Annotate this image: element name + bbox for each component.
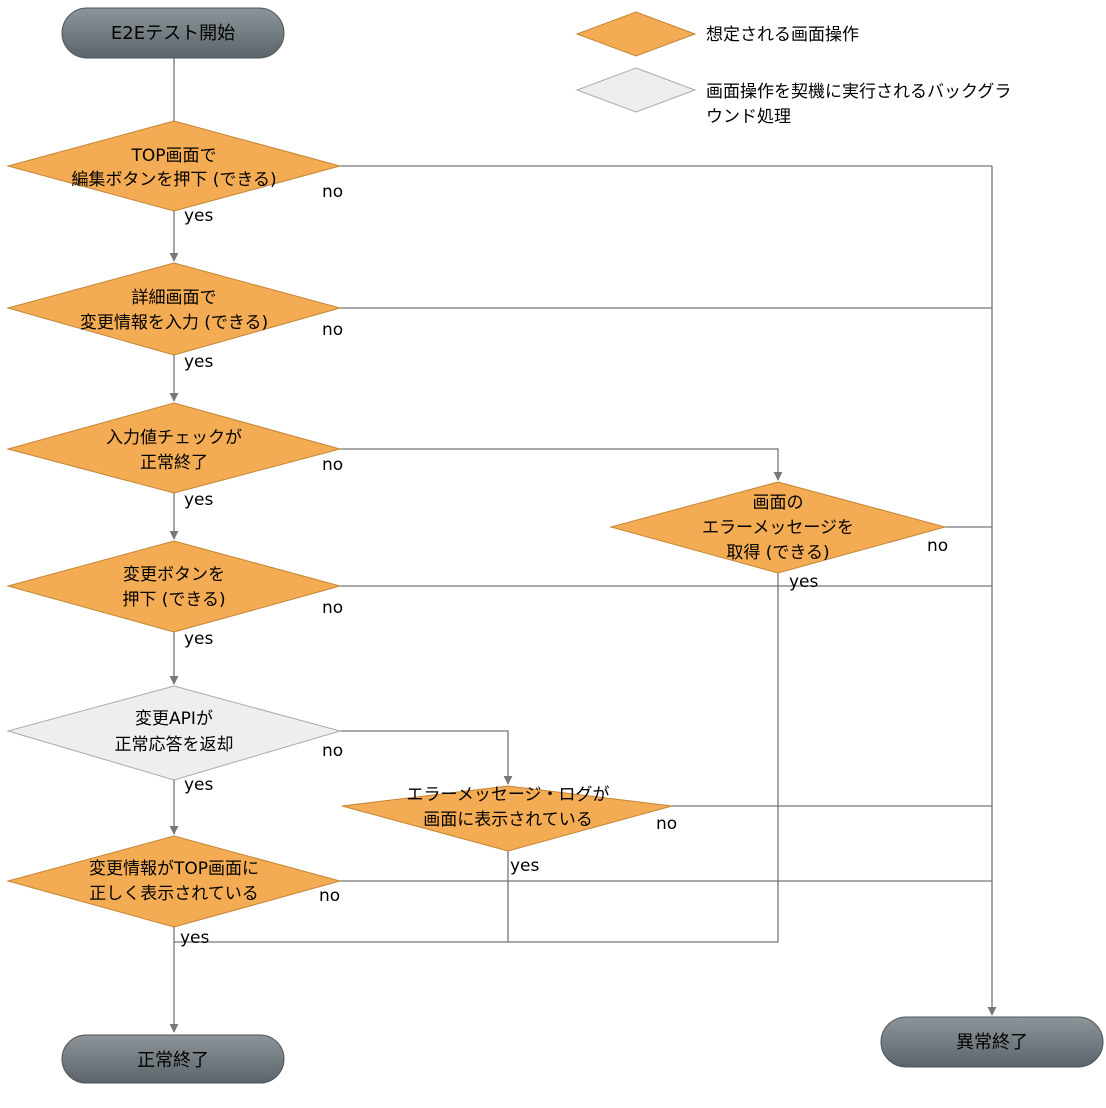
label-top-display-yes: yes xyxy=(180,928,210,948)
decision-error-message: 画面の エラーメッセージを 取得 (できる) xyxy=(609,481,947,574)
label-detail-input-yes: yes xyxy=(184,352,214,372)
decision-change-api: 変更APIが 正常応答を返却 xyxy=(6,685,342,781)
label-input-check-yes: yes xyxy=(184,490,214,510)
label-change-api-yes: yes xyxy=(184,775,214,795)
terminal-normal-end-label: 正常終了 xyxy=(137,1050,209,1071)
label-input-check-no: no xyxy=(322,455,343,475)
terminal-start: E2Eテスト開始 xyxy=(61,7,285,59)
label-change-api-no: no xyxy=(322,741,343,761)
label-error-log-no: no xyxy=(656,814,677,834)
label-change-button-yes: yes xyxy=(184,629,214,649)
decision-top-display-line2: 正しく表示されている xyxy=(89,884,259,904)
label-error-log-yes: yes xyxy=(510,856,540,876)
decision-error-log-line1: エラーメッセージ・ログが xyxy=(407,785,610,805)
decision-detail-input-line2: 変更情報を入力 (できる) xyxy=(80,313,268,333)
decision-top-edit-line2: 編集ボタンを押下 (できる) xyxy=(71,170,276,190)
edge-input-check-no xyxy=(340,448,783,481)
decision-error-log: エラーメッセージ・ログが 画面に表示されている xyxy=(341,785,673,852)
edge-labels: yes no yes no yes no yes no yes no yes n… xyxy=(180,182,948,948)
connectors xyxy=(169,58,997,1033)
legend: 想定される画面操作 画面操作を契機に実行されるバックグラ ウンド処理 xyxy=(575,11,1011,127)
decision-top-edit-line1: TOP画面で xyxy=(130,146,216,166)
legend-background-swatch xyxy=(575,67,697,113)
decision-change-api-line1: 変更APIが xyxy=(135,709,213,729)
legend-operation-swatch xyxy=(575,11,697,57)
edge-error-message-yes xyxy=(174,573,779,943)
label-detail-input-no: no xyxy=(322,320,343,340)
decision-input-check-line1: 入力値チェックが xyxy=(106,428,242,448)
decision-change-api-line2: 正常応答を返却 xyxy=(115,735,234,755)
label-error-message-yes: yes xyxy=(789,572,819,592)
label-top-edit-no: no xyxy=(322,182,343,202)
terminal-abnormal-end-label: 異常終了 xyxy=(956,1032,1028,1053)
decision-change-button: 変更ボタンを 押下 (できる) xyxy=(6,540,342,633)
decision-input-check: 入力値チェックが 正常終了 xyxy=(6,402,342,494)
label-change-button-no: no xyxy=(322,598,343,618)
decision-change-button-line1: 変更ボタンを xyxy=(123,565,225,585)
decision-top-edit: TOP画面で 編集ボタンを押下 (できる) xyxy=(6,120,342,212)
terminal-abnormal-end: 異常終了 xyxy=(880,1016,1104,1068)
label-error-message-no: no xyxy=(927,536,948,556)
edge-change-api-no xyxy=(340,730,513,785)
legend-background-label-line2: ウンド処理 xyxy=(706,107,791,127)
legend-background-label-line1: 画面操作を契機に実行されるバックグラ xyxy=(706,82,1011,102)
label-top-display-no: no xyxy=(319,886,340,906)
decision-detail-input-line1: 詳細画面で xyxy=(132,288,217,308)
label-top-edit-yes: yes xyxy=(184,206,214,226)
decision-input-check-line2: 正常終了 xyxy=(140,453,208,473)
legend-operation-label: 想定される画面操作 xyxy=(706,25,859,45)
decision-error-log-line2: 画面に表示されている xyxy=(423,810,593,830)
decision-top-display-line1: 変更情報がTOP画面に xyxy=(89,859,259,879)
decision-detail-input: 詳細画面で 変更情報を入力 (できる) xyxy=(6,262,342,356)
decision-change-button-line2: 押下 (できる) xyxy=(122,590,225,610)
terminal-normal-end: 正常終了 xyxy=(61,1034,285,1084)
decision-error-message-line1: 画面の xyxy=(753,493,804,513)
decision-error-message-line2: エラーメッセージを xyxy=(702,518,854,538)
decision-top-display: 変更情報がTOP画面に 正しく表示されている xyxy=(6,835,342,928)
terminal-start-label: E2Eテスト開始 xyxy=(111,23,235,44)
decision-error-message-line3: 取得 (できる) xyxy=(726,543,829,563)
